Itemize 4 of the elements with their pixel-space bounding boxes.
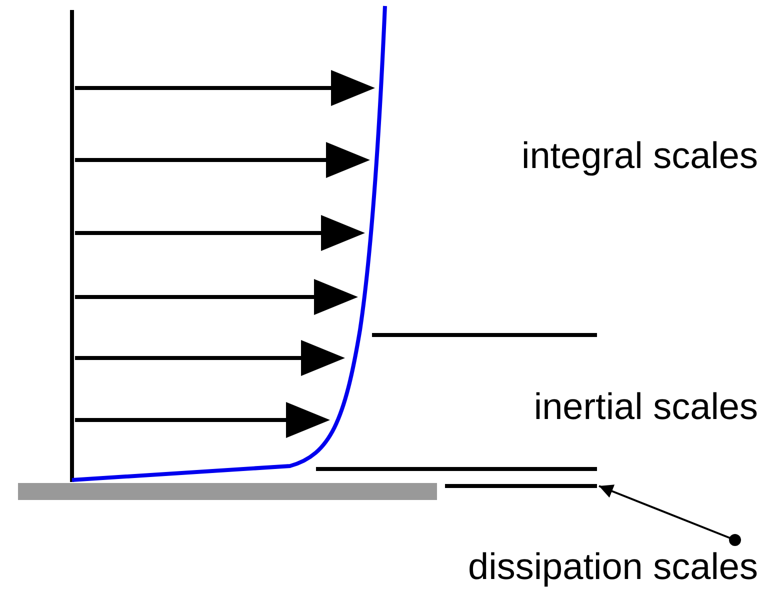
- scale-label: integral scales: [521, 137, 758, 174]
- scale-label: dissipation scales: [390, 540, 758, 590]
- leader-line: [598, 484, 741, 546]
- scale-label: inertial scales: [534, 388, 758, 425]
